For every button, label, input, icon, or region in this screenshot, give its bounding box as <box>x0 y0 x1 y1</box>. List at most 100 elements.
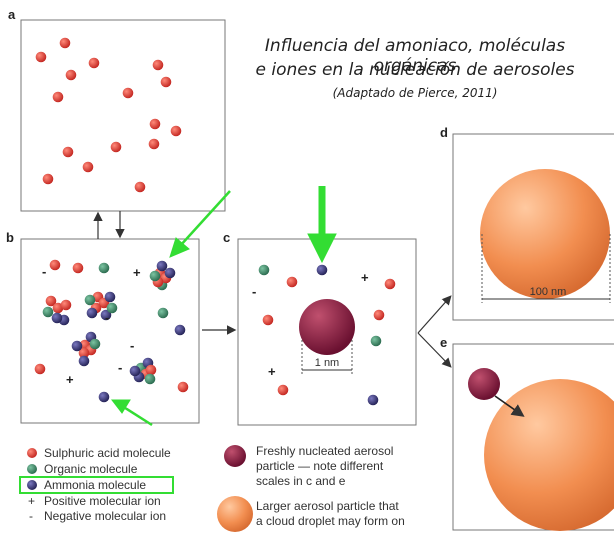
sulphuric-acid-molecule <box>373 309 385 321</box>
sulphuric-acid-molecule <box>45 295 57 307</box>
ammonia-highlight-box <box>19 476 174 494</box>
sulphuric-acid-molecule <box>78 347 90 359</box>
sulphuric-acid-molecule <box>42 173 54 185</box>
organic-molecule <box>106 302 118 314</box>
negative-ion-sign: - <box>118 360 122 375</box>
panel-e-label: e <box>440 335 447 350</box>
organic-molecule <box>157 307 169 319</box>
sulphuric-acid-molecule <box>384 278 396 290</box>
figure-citation: (Adaptado de Pierce, 2011) <box>332 86 498 100</box>
legend-negative-symbol: - <box>29 509 33 523</box>
organic-molecule <box>370 335 382 347</box>
sulphuric-acid-molecule <box>160 76 172 88</box>
ammonia-molecule <box>100 309 112 321</box>
legend-ammonia-icon <box>27 480 37 490</box>
ammonia-molecule <box>104 291 116 303</box>
ammonia-molecule <box>51 312 63 324</box>
large-particle-d <box>480 169 610 299</box>
sulphuric-acid-molecule <box>52 302 64 314</box>
positive-ion-sign: + <box>66 372 74 387</box>
sulphuric-acid-molecule <box>277 384 289 396</box>
highlight-arrow-upper <box>179 190 231 247</box>
sulphuric-acid-molecule <box>152 59 164 71</box>
organic-molecule <box>144 373 156 385</box>
highlight-arrow-lower <box>121 404 153 427</box>
positive-ion-sign: + <box>133 265 141 280</box>
highlight-arrows <box>110 186 337 427</box>
fresh-particle-c <box>299 299 355 355</box>
ammonia-molecule <box>78 355 90 367</box>
positive-ion-sign: + <box>361 270 369 285</box>
sulphuric-acid-molecule <box>35 51 47 63</box>
legend-fresh-label-3: scales in c and e <box>256 474 346 488</box>
legend-fresh-particle-icon <box>224 445 246 467</box>
legend-organic-icon <box>27 464 37 474</box>
sulphuric-acid-molecule <box>60 299 72 311</box>
legend-positive-symbol: + <box>28 494 36 508</box>
legend-sulphuric-icon <box>27 448 37 458</box>
ammonia-molecule <box>174 324 186 336</box>
panel-c-label: c <box>223 230 230 245</box>
negative-ion-sign: - <box>105 310 109 325</box>
negative-ion-sign: - <box>252 284 256 299</box>
sulphuric-acid-molecule <box>286 276 298 288</box>
legend-positive-label: Positive molecular ion <box>44 494 161 508</box>
panel-a-box <box>20 19 226 212</box>
organic-molecule <box>98 262 110 274</box>
sulphuric-acid-molecule <box>59 37 71 49</box>
legend-fresh-label-2: particle — note different <box>256 459 384 473</box>
ammonia-molecule <box>71 340 83 352</box>
legend-large-label-1: Larger aerosol particle that <box>256 499 399 513</box>
ammonia-molecule <box>367 394 379 406</box>
sulphuric-acid-molecule <box>34 363 46 375</box>
sulphuric-acid-molecule <box>177 381 189 393</box>
legend-large-label-2: a cloud droplet may form on <box>256 514 405 528</box>
organic-molecule <box>149 270 161 282</box>
legend-organic-label: Organic molecule <box>44 462 138 476</box>
ammonia-molecule <box>98 391 110 403</box>
organic-molecule <box>89 338 101 350</box>
highlight-arrowhead-lower <box>110 399 131 414</box>
panel-b-box <box>20 238 200 424</box>
large-particle-e <box>484 379 614 531</box>
panel-b-label: b <box>6 230 14 245</box>
scale-label-c: 1 nm <box>315 357 339 369</box>
sulphuric-acid-molecule <box>134 181 146 193</box>
sulphuric-acid-molecule <box>72 262 84 274</box>
sulphuric-acid-molecule <box>82 161 94 173</box>
sulphuric-acid-molecule <box>52 91 64 103</box>
sulphuric-acid-molecule <box>65 69 77 81</box>
arrow-c-to-d <box>417 295 452 334</box>
fresh-particle-e <box>468 368 500 400</box>
negative-ion-sign: - <box>42 264 46 279</box>
sulphuric-acid-molecule <box>49 259 61 271</box>
legend-sulphuric-label: Sulphuric acid molecule <box>44 446 171 460</box>
positive-ion-sign: + <box>268 364 276 379</box>
sulphuric-acid-molecule <box>170 125 182 137</box>
ammonia-molecule <box>129 365 141 377</box>
panel-d-label: d <box>440 125 448 140</box>
arrow-c-to-e <box>417 332 452 368</box>
organic-molecule <box>42 306 54 318</box>
legend-ammonia-label: Ammonia molecule <box>44 478 147 492</box>
scale-label-d: 100 nm <box>530 286 567 298</box>
sulphuric-acid-molecule <box>149 118 161 130</box>
legend-negative-label: Negative molecular ion <box>44 509 167 523</box>
sulphuric-acid-molecule <box>110 141 122 153</box>
organic-molecule <box>258 264 270 276</box>
figure-title-line-2: e iones en la nucleación de aerosoles <box>255 60 575 80</box>
highlight-arrowhead-upper <box>169 237 190 258</box>
ammonia-molecule <box>316 264 328 276</box>
sulphuric-acid-molecule <box>122 87 134 99</box>
ammonia-molecule <box>164 267 176 279</box>
sulphuric-acid-molecule <box>62 146 74 158</box>
molecules-layer <box>34 37 396 406</box>
arrow-coagulation-e <box>494 395 525 417</box>
legend-large-particle-icon <box>217 496 253 532</box>
ion-signs-layer: -+---++-+ <box>42 264 369 387</box>
legend-fresh-label-1: Freshly nucleated aerosol <box>256 444 394 458</box>
ammonia-molecule <box>156 260 168 272</box>
sulphuric-acid-molecule <box>262 314 274 326</box>
sulphuric-acid-molecule <box>148 138 160 150</box>
figure-title-line-1: Influencia del amoniaco, moléculas orgán… <box>264 36 566 76</box>
